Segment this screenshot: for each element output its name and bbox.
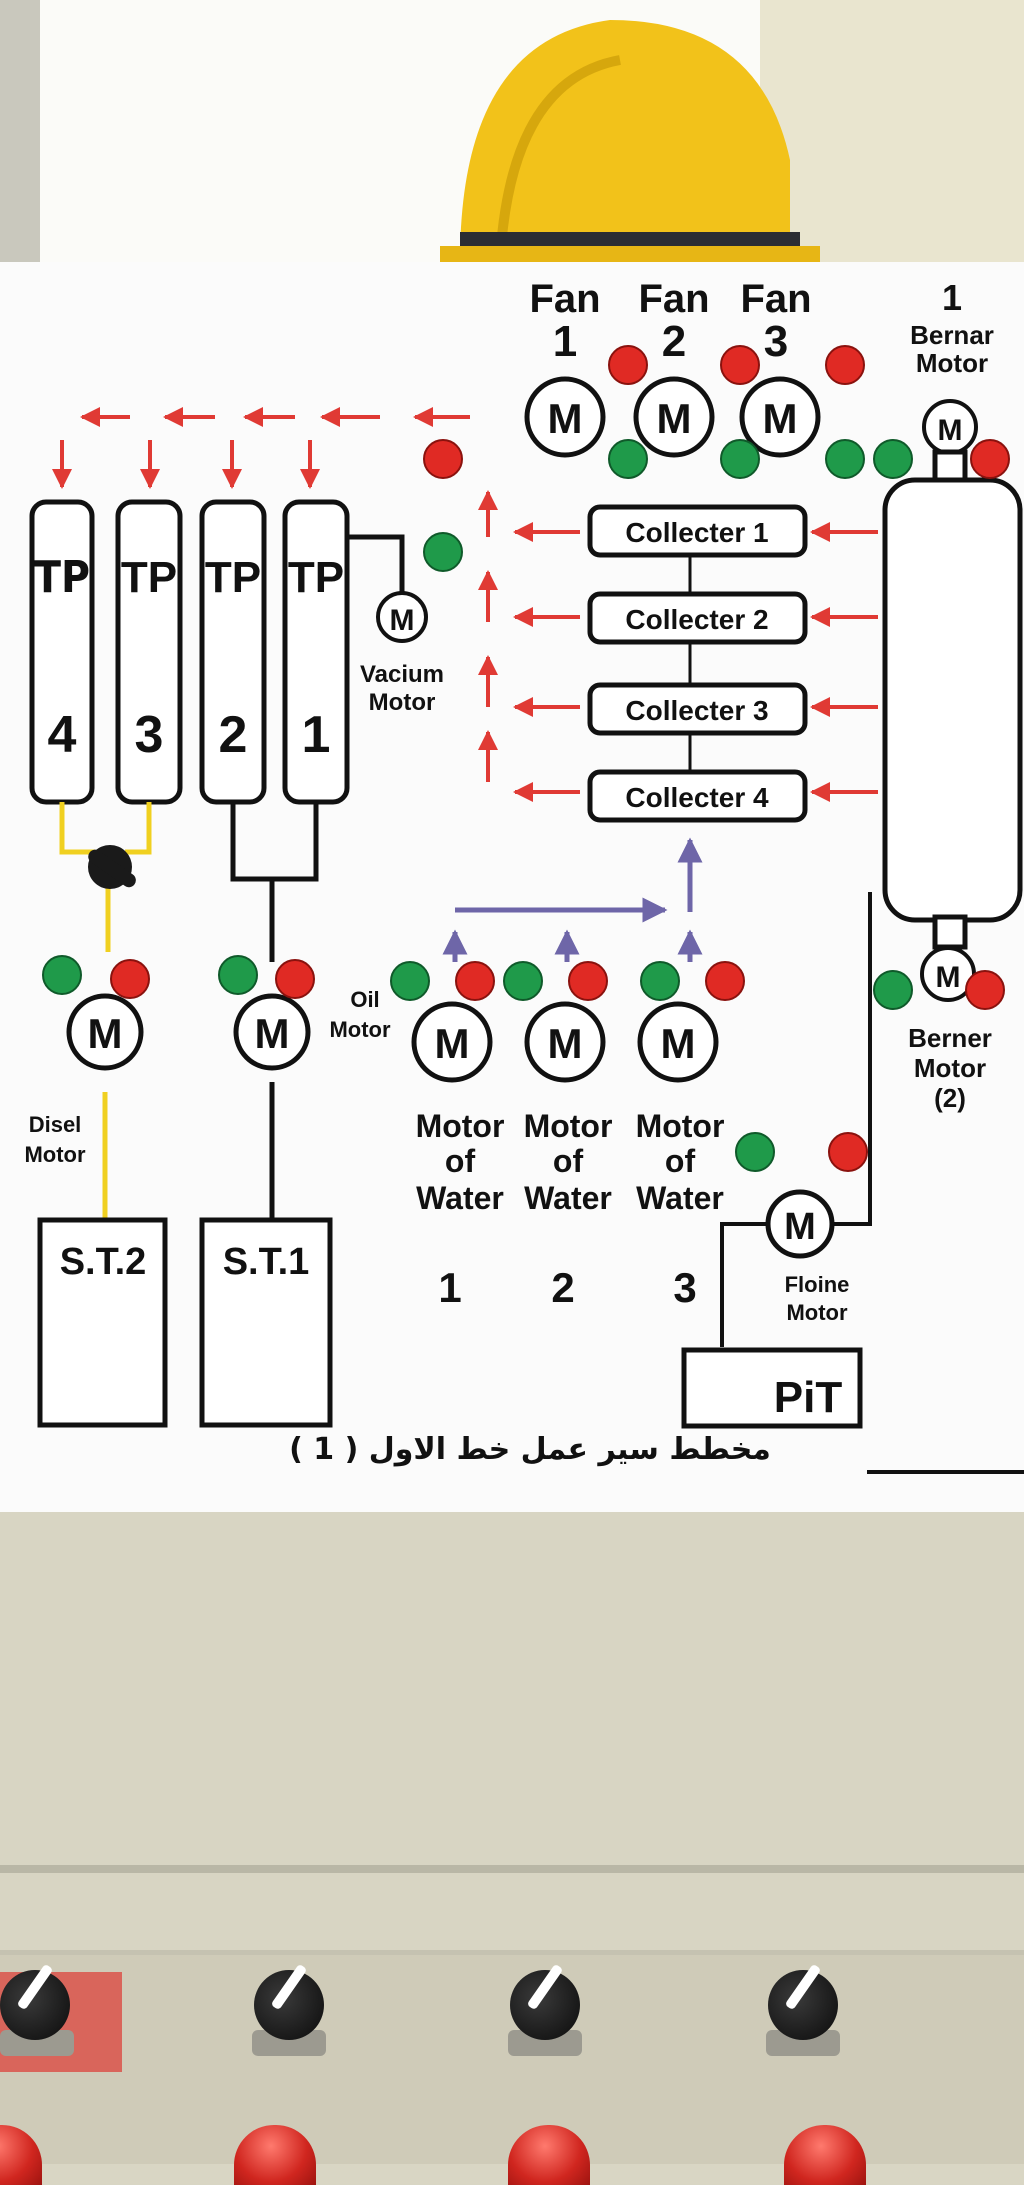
tank-tp1-code: TP [288,553,344,602]
water-motor-3-line2: of [665,1143,696,1179]
pit-box [681,1347,863,1429]
fan2-label: Fan [638,277,709,321]
tank-tp4-code: TP [34,552,90,603]
water-motor-1-number: 1 [438,1264,461,1311]
water-motor-3-number: 3 [673,1264,696,1311]
tank-tp3-code: TP [121,553,177,602]
oil-motor-line1: Oil [350,987,379,1012]
storage-tank-st2 [37,1217,168,1428]
disel-motor-m: M [88,1010,123,1057]
oil-motor-m: M [255,1010,290,1057]
water-motor-2-number: 2 [551,1264,574,1311]
vacium-motor-m: M [390,604,415,637]
fan2-motor-m: M [657,395,692,442]
burner-vessel [882,449,1023,950]
selector-knob-1[interactable] [0,1970,70,2040]
fan2-num: 2 [662,317,686,366]
down-arrows-to-tanks [52,440,320,489]
tank-tp3-num: 3 [135,706,164,764]
floine-pipe [720,892,1024,1474]
fan1-label: Fan [529,277,600,321]
storage-st2-label: S.T.2 [60,1241,147,1283]
berner-motor-line3: (2) [934,1083,966,1113]
selector-switch [88,845,136,889]
water-motor-2-line3: Water [524,1180,612,1216]
floine-motor-line1: Floine [785,1272,850,1297]
arrows-into-collectors [810,522,878,802]
fan1-num: 1 [553,317,577,366]
storage-tank-st1 [199,1217,333,1428]
hard-hat [440,20,820,262]
bernar-motor-num: 1 [942,277,962,318]
bernar-motor-m: M [938,414,963,447]
pit-label: PiT [774,1373,843,1422]
left-arrows-from-collectors [513,522,580,802]
disel-motor-line2: Motor [24,1142,86,1167]
fan-motor-symbols [524,376,821,458]
fan1-motor-m: M [548,395,583,442]
tank-tp1-num: 1 [302,706,331,764]
background-window [0,0,1024,270]
disel-motor-symbol [66,993,144,1071]
oil-manifold [230,534,405,1222]
tank-tp4-num: 4 [48,706,77,764]
collector-2: Collecter 2 [625,604,768,635]
bernar-motor-line1: Bernar [910,320,994,350]
vacium-motor-label2: Motor [369,689,436,716]
collector-boxes [587,504,808,823]
collector-3: Collecter 3 [625,695,768,726]
water-motor-2-m: M [548,1020,583,1067]
berner-motor-line1: Berner [908,1023,992,1053]
cabinet-lower-panel [0,1955,1024,2164]
fan3-num: 3 [764,317,788,366]
tank-tp2-num: 2 [219,706,248,764]
water-motor-3-line1: Motor [636,1108,725,1144]
selector-knob-2[interactable] [254,1970,324,2040]
selector-knob-4[interactable] [768,1970,838,2040]
indicator-lamps-red [110,345,1010,1172]
selector-knob-3[interactable] [510,1970,580,2040]
water-motor-1-m: M [435,1020,470,1067]
tank-tp2-code: TP [205,553,261,602]
storage-st1-label: S.T.1 [223,1241,310,1283]
collector-4: Collecter 4 [625,782,769,813]
floine-motor-symbol [765,1189,835,1259]
oil-motor-line2: Motor [329,1017,391,1042]
water-flow-arrows [442,837,703,962]
fan3-label: Fan [740,277,811,321]
vacium-motor-symbol [376,591,428,643]
water-motor-2-line2: of [553,1143,584,1179]
berner-motor-m: M [936,961,961,994]
water-motor-symbols [411,1001,719,1083]
cabinet-seam [0,1865,1024,1873]
wall [760,0,1024,270]
bernar-motor-line2: Motor [916,348,988,378]
fan3-motor-m: M [763,395,798,442]
water-motor-1-line1: Motor [416,1108,505,1144]
window-frame [0,0,40,270]
water-motor-3-line3: Water [636,1180,724,1216]
flow-diagram: TP TP TP TP 4 3 2 1 M Vacium Motor Colle… [24,277,1024,1474]
water-motor-1-line3: Water [416,1180,504,1216]
diesel-pipe [59,802,152,1222]
floine-motor-m: M [784,1206,816,1248]
vacium-motor-label: Vacium [360,661,444,688]
water-motor-1-line2: of [445,1143,476,1179]
oil-motor-symbol [233,993,311,1071]
collector-1: Collecter 1 [625,517,768,548]
cabinet-seam-lower [0,1950,1024,1956]
indicator-lamps-green [42,439,913,1172]
water-motor-2-line1: Motor [524,1108,613,1144]
panel-title: مخطط سير عمل خط الاول ( 1 ) [289,1432,771,1467]
disel-motor-line1: Disel [29,1112,82,1137]
floine-motor-line2: Motor [786,1300,848,1325]
water-motor-3-m: M [661,1020,696,1067]
berner-motor-line2: Motor [914,1053,986,1083]
